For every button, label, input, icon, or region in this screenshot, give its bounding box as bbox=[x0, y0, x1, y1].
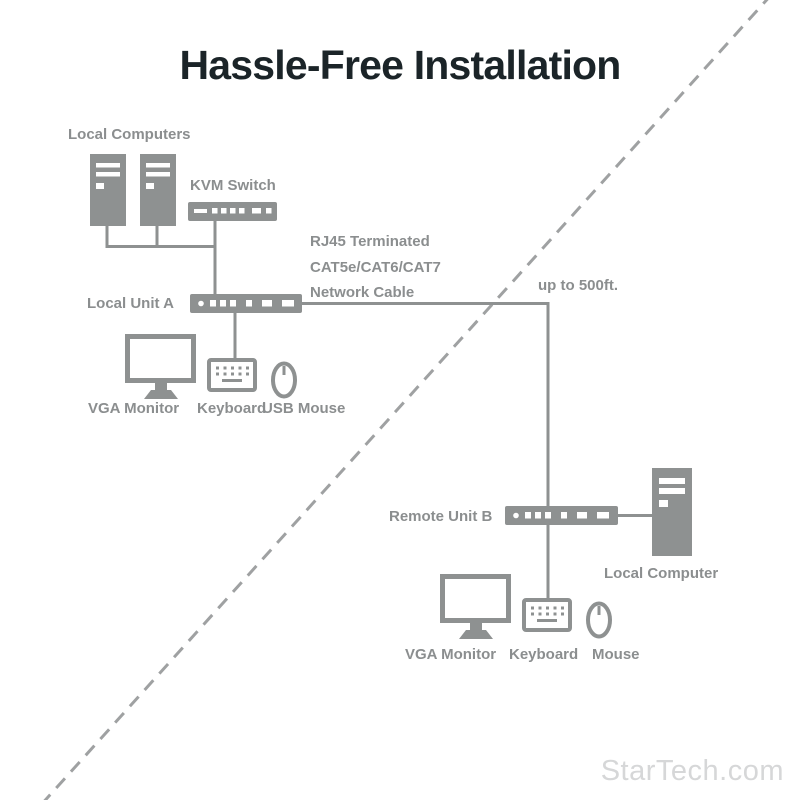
extender-unit-icon bbox=[505, 506, 618, 525]
monitor-icon bbox=[125, 334, 196, 399]
connector-lines bbox=[105, 221, 652, 602]
label-local-computers: Local Computers bbox=[68, 126, 191, 143]
diagonal-dashed-line bbox=[43, 0, 769, 800]
cable-annotation-line3: Network Cable bbox=[310, 284, 415, 301]
label-local-computer: Local Computer bbox=[604, 565, 719, 582]
label-vga-monitor-a: VGA Monitor bbox=[88, 400, 180, 417]
label-vga-monitor-b: VGA Monitor bbox=[405, 646, 497, 663]
label-local-unit-a: Local Unit A bbox=[87, 295, 174, 312]
keyboard-icon bbox=[522, 598, 572, 632]
label-mouse-b: Mouse bbox=[592, 646, 640, 663]
kvm-switch-icon bbox=[188, 202, 277, 221]
keyboard-icon bbox=[207, 358, 257, 392]
mouse-icon bbox=[586, 601, 612, 639]
startech-watermark: StarTech.com bbox=[600, 755, 784, 787]
label-keyboard-b: Keyboard bbox=[509, 646, 579, 663]
cable-annotation: RJ45 Terminated CAT5e/CAT6/CAT7 Network … bbox=[310, 229, 441, 306]
label-kvm-switch: KVM Switch bbox=[190, 177, 276, 194]
cable-annotation-line2: CAT5e/CAT6/CAT7 bbox=[310, 258, 441, 276]
label-usb-mouse-a: USB Mouse bbox=[262, 400, 346, 417]
extender-unit-icon bbox=[190, 294, 302, 313]
label-keyboard-a: Keyboard bbox=[197, 400, 267, 417]
tower-pc-icon bbox=[652, 468, 692, 556]
cable-annotation-line1: RJ45 Terminated bbox=[310, 233, 430, 250]
mouse-icon bbox=[271, 361, 297, 399]
monitor-icon bbox=[440, 574, 511, 639]
label-cable-distance: up to 500ft. bbox=[538, 277, 619, 294]
tower-pc-icon bbox=[140, 154, 176, 226]
tower-pc-icon bbox=[90, 154, 126, 226]
label-remote-unit-b: Remote Unit B bbox=[389, 508, 493, 525]
diagram-title: Hassle-Free Installation bbox=[179, 42, 621, 88]
